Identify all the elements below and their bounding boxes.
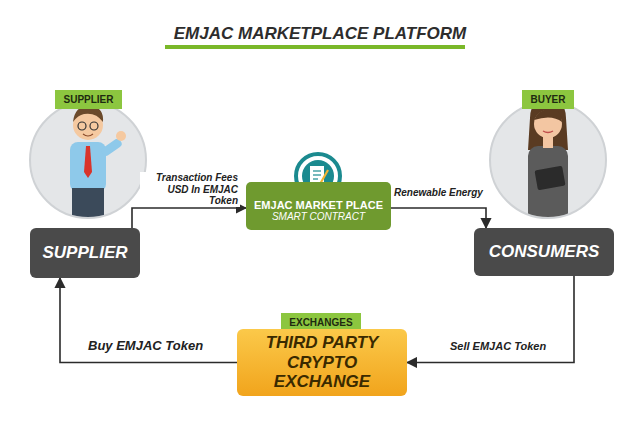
actor-box: SUPPLIER xyxy=(30,228,140,278)
flow-arrow xyxy=(407,276,574,363)
node-text: SMART CONTRACT xyxy=(272,211,365,222)
role-tag: SUPPLIER xyxy=(55,90,122,109)
edge-label: Sell EMJAC Token xyxy=(448,340,548,352)
buyer-avatar xyxy=(490,100,606,226)
node-text: CONSUMERS xyxy=(489,242,600,262)
diagram-title: EMJAC MARKETPLACE PLATFORM xyxy=(0,24,640,44)
flow-arrow xyxy=(132,208,246,228)
exchange-box: THIRD PARTY CRYPTO EXCHANGE xyxy=(237,329,407,396)
supplier-avatar xyxy=(30,102,146,228)
node-text: SUPPLIER xyxy=(42,243,127,263)
actor-box: CONSUMERS xyxy=(474,228,614,276)
contract-box: EMJAC MARKET PLACESMART CONTRACT xyxy=(246,182,391,230)
flow-arrow xyxy=(391,208,486,228)
title-underline xyxy=(165,45,465,49)
node-text: SUPPLIER xyxy=(63,94,113,105)
flow-arrow xyxy=(60,278,237,363)
edge-label: Renewable Energy xyxy=(392,187,485,198)
edge-label: Transaction Fees USD In EMJAC Token xyxy=(140,172,240,207)
node-text: THIRD PARTY CRYPTO EXCHANGE xyxy=(247,333,397,392)
edge-label: Buy EMJAC Token xyxy=(86,338,205,353)
node-text: EXCHANGES xyxy=(289,317,352,328)
node-text: EMJAC MARKET PLACE xyxy=(254,199,383,211)
role-tag: BUYER xyxy=(522,90,574,109)
node-text: BUYER xyxy=(530,94,565,105)
